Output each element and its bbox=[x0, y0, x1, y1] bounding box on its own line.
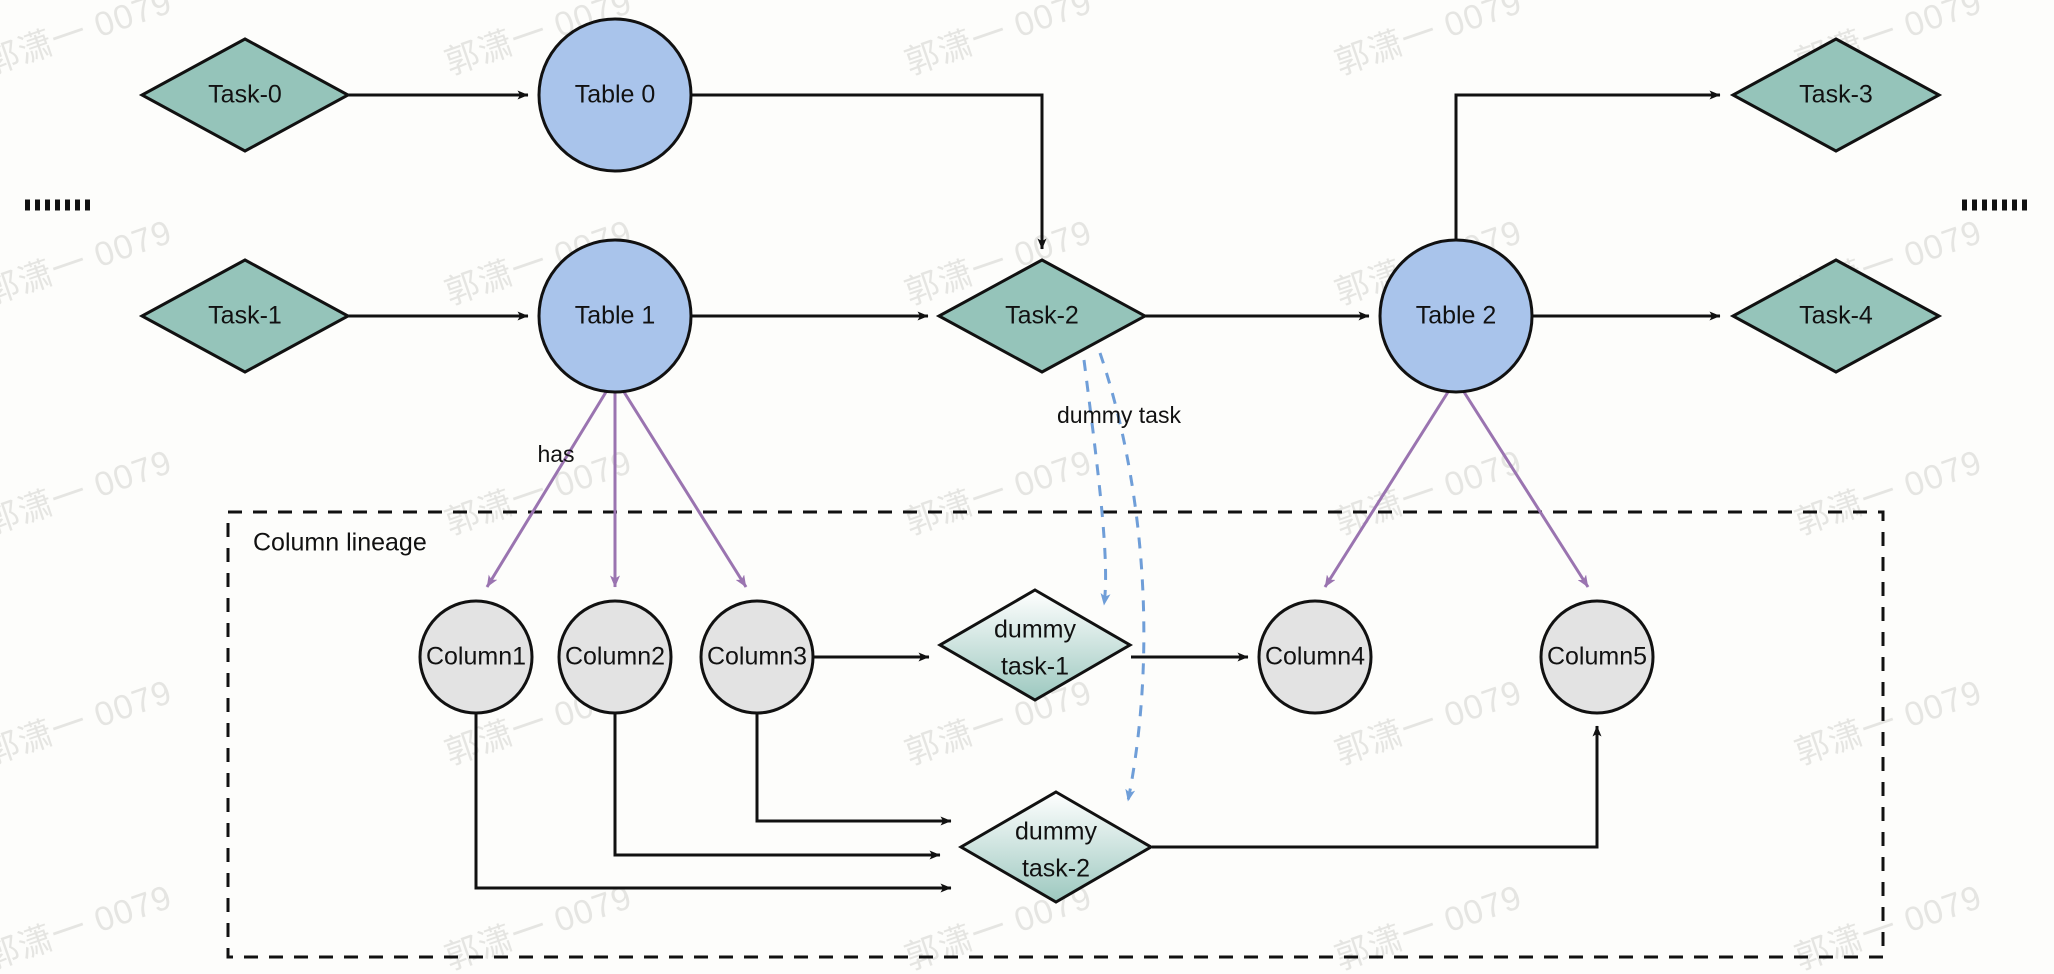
dummy-task-1-label-line2: task-1 bbox=[1001, 653, 1069, 681]
column2-label: Column2 bbox=[565, 643, 665, 671]
task-3-shape[interactable] bbox=[1729, 37, 1943, 153]
table-2-shape[interactable] bbox=[1378, 238, 1534, 394]
node-table-0[interactable]: Table 0 bbox=[537, 17, 693, 173]
edge-table0-task2 bbox=[691, 93, 1047, 250]
edge-label-layer: has dummy task bbox=[537, 402, 1181, 467]
dummy-task-nodes: dummy task-1 dummy task-2 bbox=[937, 588, 1154, 904]
dummy-task-2-label-line1: dummy bbox=[1015, 818, 1097, 846]
edge-task2-dummy2 bbox=[1098, 352, 1146, 802]
column4-label: Column4 bbox=[1265, 643, 1365, 671]
task-nodes: Task-0 Task-1 Task-2 Task-3 Task-4 bbox=[138, 37, 1943, 374]
task-1-label: Task-1 bbox=[208, 302, 282, 330]
node-column3[interactable]: Column3 bbox=[699, 599, 815, 715]
node-task-1[interactable]: Task-1 bbox=[138, 258, 352, 374]
edge-task2-dummy1 bbox=[1082, 359, 1111, 606]
node-table-1[interactable]: Table 1 bbox=[537, 238, 693, 394]
task-3-label: Task-3 bbox=[1799, 81, 1873, 109]
node-task-2[interactable]: Task-2 bbox=[935, 258, 1149, 374]
dummy-task-edges bbox=[1082, 352, 1146, 802]
table-1-label: Table 1 bbox=[575, 302, 656, 330]
task-4-shape[interactable] bbox=[1729, 258, 1943, 374]
node-column5[interactable]: Column5 bbox=[1539, 599, 1655, 715]
node-table-2[interactable]: Table 2 bbox=[1378, 238, 1534, 394]
dummy-task-2-shape[interactable] bbox=[958, 790, 1154, 904]
table-nodes: Table 0 Table 1 Table 2 bbox=[537, 17, 1534, 394]
column1-label: Column1 bbox=[426, 643, 526, 671]
task-4-label: Task-4 bbox=[1799, 302, 1873, 330]
node-task-0[interactable]: Task-0 bbox=[138, 37, 352, 153]
column1-shape[interactable] bbox=[418, 599, 534, 715]
edge-table1-column1 bbox=[485, 391, 608, 588]
node-dummy-task-1[interactable]: dummy task-1 bbox=[937, 588, 1133, 702]
control-flow-edges bbox=[348, 90, 1721, 893]
column5-label: Column5 bbox=[1547, 643, 1647, 671]
edge-table2-column5 bbox=[1462, 391, 1590, 588]
column-lineage-box bbox=[226, 510, 1885, 959]
edge-column1-dummy2 bbox=[474, 713, 952, 893]
table-0-shape[interactable] bbox=[537, 17, 693, 173]
task-1-shape[interactable] bbox=[138, 258, 352, 374]
table-0-label: Table 0 bbox=[575, 81, 656, 109]
dummy-task-2-label-line2: task-2 bbox=[1022, 855, 1090, 883]
node-column2[interactable]: Column2 bbox=[557, 599, 673, 715]
edge-column2-dummy2 bbox=[613, 713, 941, 860]
column-lineage-label: Column lineage bbox=[253, 529, 427, 557]
edge-column3-dummy2 bbox=[755, 713, 952, 826]
edge-table1-column3 bbox=[622, 391, 748, 588]
table-1-shape[interactable] bbox=[537, 238, 693, 394]
column3-label: Column3 bbox=[707, 643, 807, 671]
column5-shape[interactable] bbox=[1539, 599, 1655, 715]
edge-table2-task3 bbox=[1454, 90, 1721, 241]
node-column4[interactable]: Column4 bbox=[1257, 599, 1373, 715]
edge-dummy2-column5 bbox=[1152, 725, 1602, 849]
dummy-task-1-label-line1: dummy bbox=[994, 616, 1076, 644]
table-2-label: Table 2 bbox=[1416, 302, 1497, 330]
node-dummy-task-2[interactable]: dummy task-2 bbox=[958, 790, 1154, 904]
dummy-task-edge-label: dummy task bbox=[1057, 402, 1181, 428]
column4-shape[interactable] bbox=[1257, 599, 1373, 715]
task-0-shape[interactable] bbox=[138, 37, 352, 153]
node-task-4[interactable]: Task-4 bbox=[1729, 258, 1943, 374]
task-0-label: Task-0 bbox=[208, 81, 282, 109]
column-lineage-group: Column lineage bbox=[226, 510, 1885, 959]
table-column-lineage-edges bbox=[485, 391, 1590, 588]
has-edge-label: has bbox=[537, 441, 574, 467]
dummy-task-1-shape[interactable] bbox=[937, 588, 1133, 702]
task-2-label: Task-2 bbox=[1005, 302, 1079, 330]
task-2-shape[interactable] bbox=[935, 258, 1149, 374]
column2-shape[interactable] bbox=[557, 599, 673, 715]
column3-shape[interactable] bbox=[699, 599, 815, 715]
column-nodes: Column1 Column2 Column3 Column4 Column5 bbox=[418, 599, 1655, 715]
edge-table2-column4 bbox=[1323, 391, 1450, 588]
node-column1[interactable]: Column1 bbox=[418, 599, 534, 715]
node-task-3[interactable]: Task-3 bbox=[1729, 37, 1943, 153]
